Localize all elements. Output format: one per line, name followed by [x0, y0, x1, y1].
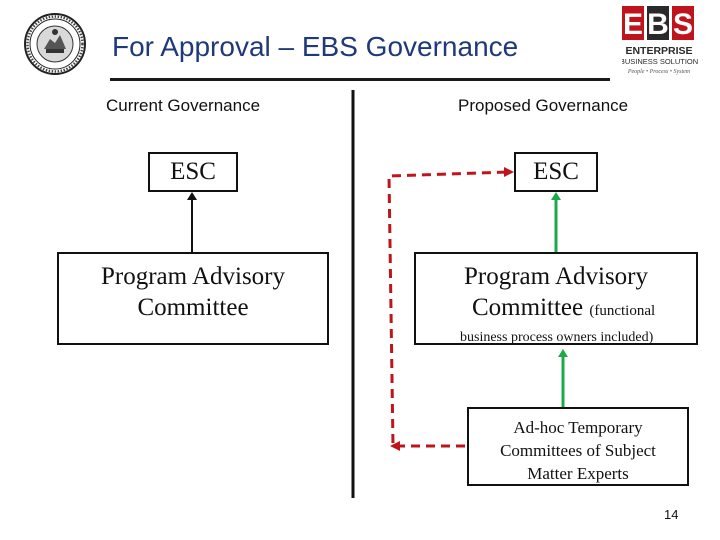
- proposed-esc-box: ESC: [514, 152, 598, 192]
- proposed-program-advisory-box: Program Advisory Committee (functional b…: [414, 252, 698, 345]
- current-program-advisory-box: Program Advisory Committee: [57, 252, 329, 345]
- dashed-red-arrow-head-top: [504, 167, 514, 177]
- proposed-pac-functional: (functional: [589, 303, 656, 319]
- proposed-pac-line3: business process owners included): [460, 330, 654, 345]
- svg-text:E: E: [623, 8, 643, 41]
- proposed-governance-heading: Proposed Governance: [458, 96, 629, 115]
- page-number: 14: [664, 507, 679, 522]
- title-underline: [110, 78, 610, 81]
- ebs-logo: E B S ENTERPRISE BUSINESS SOLUTION Peopl…: [620, 6, 698, 76]
- svg-text:BUSINESS SOLUTION: BUSINESS SOLUTION: [622, 57, 698, 66]
- dashed-red-arrow: [387, 170, 509, 448]
- seal-logo: [24, 13, 86, 75]
- adhoc-line1: Ad-hoc Temporary: [513, 418, 643, 437]
- current-esc-box: ESC: [148, 152, 238, 192]
- svg-text:ENTERPRISE: ENTERPRISE: [625, 45, 692, 57]
- current-pac-line2: Committee: [137, 294, 249, 321]
- adhoc-line3: Matter Experts: [527, 464, 629, 483]
- proposed-pac-line1: Program Advisory: [463, 263, 649, 290]
- proposed-arrow-lower-head: [558, 349, 568, 357]
- proposed-pac-line2: Committee (functional: [416, 292, 696, 327]
- adhoc-line2: Committees of Subject: [500, 441, 656, 460]
- adhoc-committees-box: Ad-hoc Temporary Committees of Subject M…: [467, 407, 689, 486]
- proposed-arrow-upper-head: [551, 192, 561, 200]
- svg-text:B: B: [647, 8, 669, 41]
- svg-text:S: S: [673, 8, 693, 41]
- current-pac-line1: Program Advisory: [100, 263, 286, 290]
- proposed-pac-committee: Committee: [472, 294, 584, 321]
- svg-text:People • Process • System: People • Process • System: [627, 69, 691, 75]
- dashed-red-arrow-head-bottom: [390, 441, 400, 451]
- current-arrow-head: [187, 192, 197, 200]
- page-title: For Approval – EBS Governance: [112, 31, 519, 62]
- current-governance-heading: Current Governance: [106, 96, 261, 115]
